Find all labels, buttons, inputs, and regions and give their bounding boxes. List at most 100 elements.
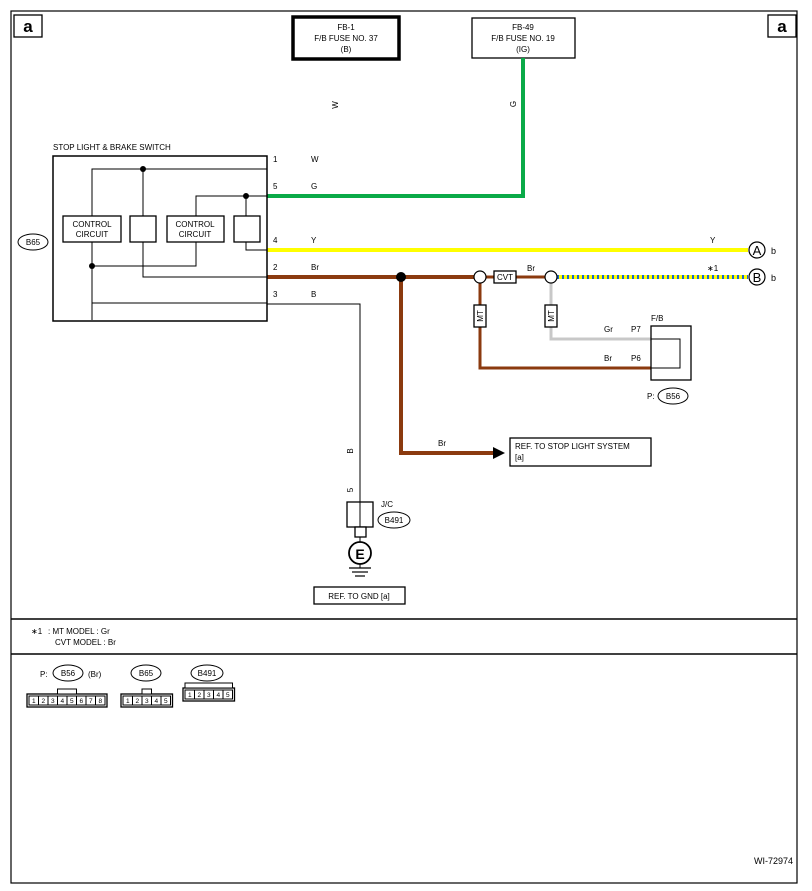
pin-1: 1	[273, 155, 278, 164]
fb-title: F/B	[651, 314, 663, 323]
connector-pin-label: 3	[145, 698, 149, 705]
pin-2: 2	[273, 263, 278, 272]
ref-stop-light-box: REF. TO STOP LIGHT SYSTEM [a]	[509, 437, 652, 467]
wire-label-gnd-pin: 5	[346, 487, 355, 492]
ref-gnd-box: REF. TO GND [a]	[313, 586, 406, 605]
fb-box	[650, 325, 692, 381]
svg-text:a: a	[777, 17, 787, 36]
svg-text:CONTROL: CONTROL	[72, 220, 112, 229]
connector-pin-label: 6	[79, 698, 83, 705]
pin3-color: B	[311, 290, 316, 299]
connector-pin-label: 5	[70, 698, 74, 705]
connector-pin-label: 8	[98, 698, 102, 705]
fuse-fb1-line3: (B)	[341, 45, 352, 54]
pin-5: 5	[273, 182, 278, 191]
svg-text:B491: B491	[198, 669, 217, 678]
internal-pin1-wire	[91, 168, 267, 320]
wire-label-gr: Gr	[604, 325, 613, 334]
svg-text:B56: B56	[666, 392, 681, 401]
connector-pin-label: 3	[51, 698, 55, 705]
page-frame	[10, 10, 798, 884]
connector-pin-label: 7	[89, 698, 93, 705]
svg-text:REF. TO GND [a]: REF. TO GND [a]	[328, 592, 390, 601]
connector-pin	[222, 689, 233, 700]
pin1-color: W	[311, 155, 319, 164]
connector-b56: B56	[657, 387, 689, 405]
fb-connector-prefix: P:	[647, 392, 655, 401]
pin4-color: Y	[311, 236, 317, 245]
pin2-color: Br	[311, 263, 319, 272]
pin-4: 4	[273, 236, 278, 245]
svg-text:A: A	[753, 243, 762, 258]
connector-pin-label: 5	[164, 698, 168, 705]
control-circuit-1	[62, 215, 122, 243]
connector-pin-label: 1	[188, 692, 192, 699]
fuse-fb49-line1: FB-49	[512, 23, 534, 32]
fuse-fb1-box: FB-1 F/B FUSE NO. 37 (B)	[291, 15, 401, 61]
arrow-ref-stop	[493, 447, 505, 459]
jc-label: J/C	[381, 500, 393, 509]
wire-label-b-vertical: B	[346, 448, 355, 453]
connector-pin-label: 4	[154, 698, 158, 705]
connector-pin	[160, 695, 171, 706]
pin-3: 3	[273, 290, 278, 299]
wire-label-g-vertical: G	[509, 101, 518, 107]
fb-p6: P6	[631, 354, 641, 363]
wire-brown-ref	[399, 277, 493, 455]
stop-light-brake-switch: CONTROL CIRCUIT CONTROL CIRCUIT	[52, 155, 268, 322]
svg-text:B491: B491	[385, 516, 404, 525]
connector-pin	[95, 695, 106, 706]
page-label-right: a	[767, 14, 797, 38]
connector-pin-label: 4	[216, 692, 220, 699]
ground-symbol: E	[348, 541, 372, 577]
connector-pin-label: 3	[207, 692, 211, 699]
wire-label-br-ref: Br	[438, 439, 446, 448]
connector-b65: B65	[17, 233, 49, 251]
mt-label-2: MT	[544, 304, 558, 328]
cvt-label: CVT	[493, 270, 517, 284]
connector-pin-label: 2	[135, 698, 139, 705]
svg-text:MT: MT	[547, 310, 556, 322]
control-circuit-2	[166, 215, 225, 243]
switch-element-1	[129, 215, 157, 243]
legend-b491-oval: B491	[190, 664, 224, 682]
switch-element-2	[233, 215, 261, 243]
connector-pin-label: 5	[226, 692, 230, 699]
connector-pin-label: 1	[32, 698, 36, 705]
wire-black-ground	[267, 303, 361, 502]
connector-pin-label: 1	[126, 698, 130, 705]
wire-green	[267, 58, 525, 198]
page-label-left: a	[13, 14, 43, 38]
svg-text:[a]: [a]	[515, 453, 524, 462]
note-line1: : MT MODEL : Gr	[48, 627, 110, 636]
legend-b65-oval: B65	[130, 664, 162, 682]
svg-text:a: a	[23, 17, 33, 36]
note-line2: CVT MODEL : Br	[55, 638, 116, 647]
svg-text:CIRCUIT: CIRCUIT	[179, 230, 212, 239]
fuse-fb49-line2: F/B FUSE NO. 19	[491, 34, 555, 43]
svg-text:B65: B65	[139, 669, 154, 678]
mt-label-1: MT	[473, 304, 487, 328]
fuse-fb49-line3: (IG)	[516, 45, 530, 54]
connector-pin-label: 2	[197, 692, 201, 699]
svg-text:CVT: CVT	[497, 273, 513, 282]
splice-left	[473, 270, 487, 284]
connector-pin-label: 4	[60, 698, 64, 705]
connector-b491: B491	[377, 511, 411, 529]
wire-label-br-p6: Br	[604, 354, 612, 363]
marker-a: A b	[748, 241, 776, 259]
jc-connector	[346, 501, 374, 542]
svg-text:B56: B56	[61, 669, 76, 678]
svg-text:REF. TO STOP LIGHT SYSTEM: REF. TO STOP LIGHT SYSTEM	[515, 442, 630, 451]
legend-b56-suffix: (Br)	[88, 670, 102, 679]
switch-title: STOP LIGHT & BRAKE SWITCH	[53, 143, 171, 152]
junction-dot	[396, 272, 406, 282]
star-1-marker: ∗1	[707, 264, 719, 273]
svg-text:B65: B65	[26, 238, 41, 247]
svg-text:b: b	[771, 273, 776, 283]
connector-pin-label: 2	[41, 698, 45, 705]
figure-id: WI-72974	[754, 856, 793, 866]
